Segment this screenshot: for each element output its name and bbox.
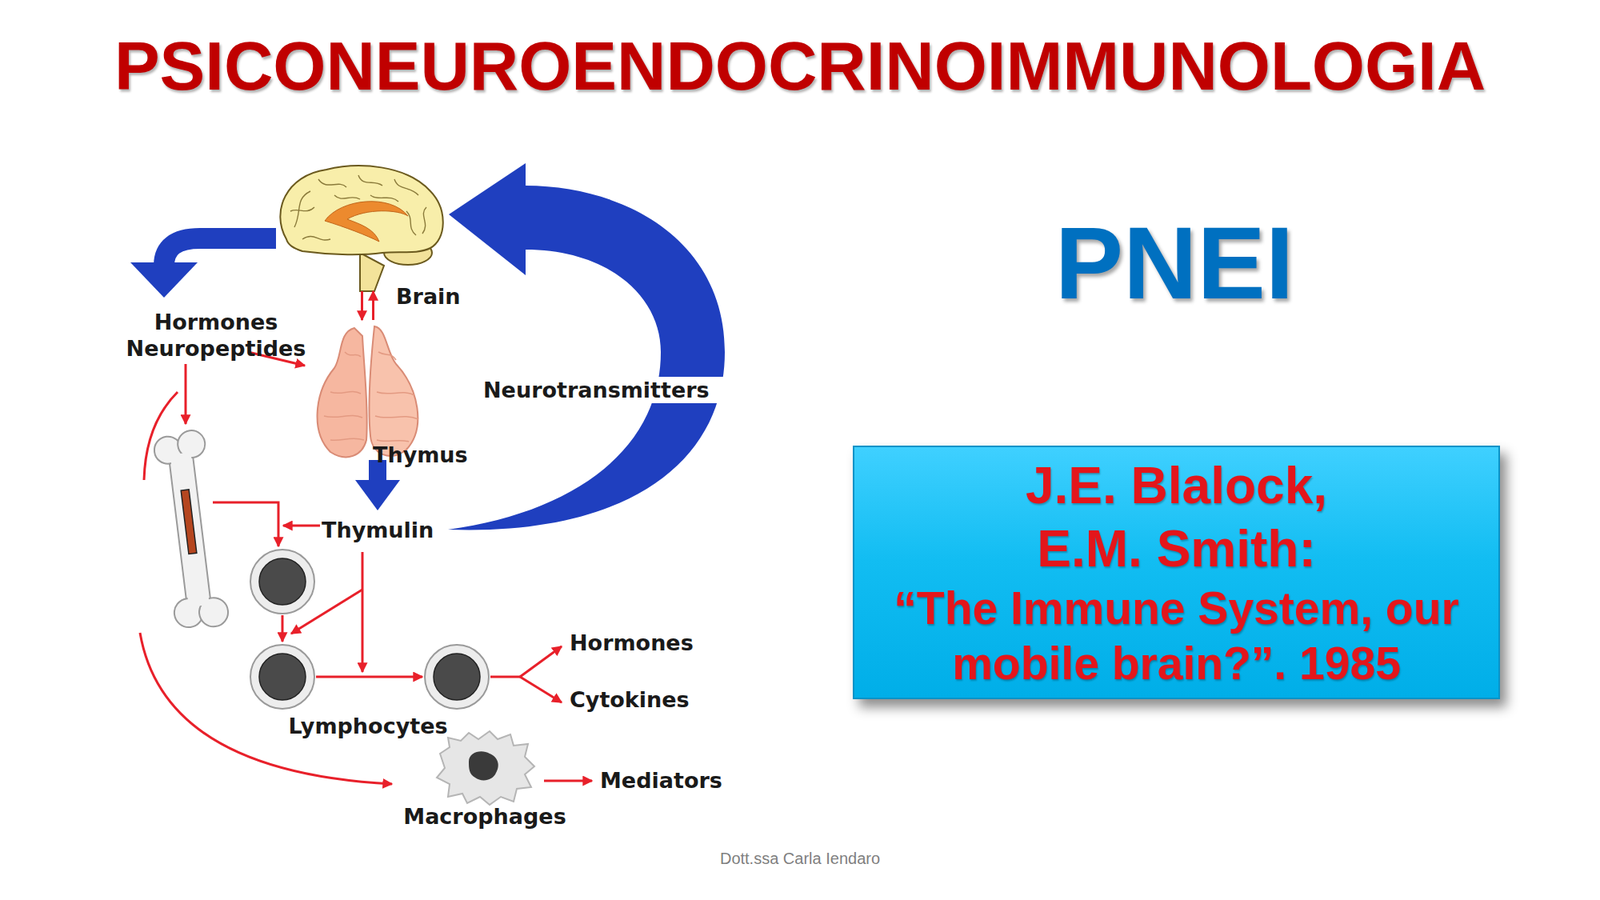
lymphocyte-cell bbox=[250, 549, 315, 614]
cell-body bbox=[250, 644, 315, 709]
node-label: Thymus bbox=[372, 441, 468, 468]
pathway-line bbox=[544, 780, 592, 783]
pathway-line bbox=[520, 646, 562, 677]
signal-arrow bbox=[372, 291, 375, 320]
cerebrum bbox=[280, 165, 443, 255]
acronym: PNEI bbox=[1014, 212, 1335, 315]
lymphocyte-drawing bbox=[248, 643, 316, 711]
cell-nucleus bbox=[259, 558, 306, 605]
node-label: Brain bbox=[396, 283, 461, 310]
cell-body bbox=[250, 549, 315, 614]
pathway-line bbox=[361, 552, 364, 672]
output-label: Hormones bbox=[569, 629, 694, 656]
cell-body bbox=[424, 644, 489, 709]
macrophage-nucleus bbox=[468, 751, 499, 780]
pathway-line bbox=[283, 524, 320, 528]
pathway-line bbox=[140, 632, 392, 784]
pathway-line bbox=[316, 676, 423, 679]
reference-text: J.E. Blalock, E.M. Smith: bbox=[996, 454, 1357, 581]
pathway-line bbox=[184, 364, 188, 424]
lymphocyte-cell: Lymphocytes bbox=[248, 643, 316, 711]
reference-text: “The Immune System, our mobile brain?”. … bbox=[864, 580, 1489, 692]
node-label: Lymphocytes bbox=[280, 712, 456, 740]
brain-drawing bbox=[270, 163, 449, 292]
bone-marrow bbox=[180, 489, 197, 555]
cell-nucleus bbox=[433, 653, 480, 700]
hormone-arrow-head bbox=[130, 262, 198, 298]
lymphocyte-cell bbox=[424, 644, 489, 709]
pathway-line bbox=[144, 392, 178, 480]
pathway-label: Neurotransmitters bbox=[480, 376, 730, 404]
neurotransmitter-arrow bbox=[448, 163, 725, 530]
bone bbox=[152, 428, 230, 632]
cell-nucleus bbox=[259, 653, 306, 700]
pathway-label: Hormones Neuropeptides bbox=[116, 308, 316, 362]
thymus-illustration: Thymus bbox=[306, 320, 429, 464]
thymus-lobules bbox=[324, 352, 419, 442]
output-label: Cytokines bbox=[569, 686, 690, 713]
node-label: Macrophages bbox=[388, 803, 581, 830]
signal-arrow bbox=[360, 291, 364, 320]
pathway-line bbox=[291, 589, 363, 634]
thymus-lobe bbox=[368, 326, 418, 456]
pathway-line bbox=[490, 676, 520, 679]
hormone-arrow bbox=[164, 238, 276, 266]
macrophage-drawing bbox=[433, 729, 536, 807]
pathway-line bbox=[520, 676, 562, 703]
reference-box: J.E. Blalock, E.M. Smith:“The Immune Sys… bbox=[852, 445, 1500, 700]
bone-cover bbox=[170, 452, 210, 608]
macrophage-body bbox=[436, 731, 535, 805]
brain-stem bbox=[360, 252, 384, 292]
hormone-label: Thymulin bbox=[321, 516, 434, 544]
pathway-line bbox=[212, 502, 279, 547]
author-note: Dott.ssa Carla Iendaro bbox=[640, 848, 960, 868]
pathway-line bbox=[281, 615, 284, 642]
slide-title: PSICONEUROENDOCRINOIMMUNOLOGIA bbox=[0, 32, 1600, 101]
corpus-callosum bbox=[324, 201, 408, 242]
macrophage-cell: Macrophages bbox=[433, 729, 536, 807]
output-label: Mediators bbox=[600, 767, 723, 794]
thymulin-arrow-head bbox=[355, 480, 400, 511]
brain-illustration: Brain bbox=[270, 163, 449, 292]
